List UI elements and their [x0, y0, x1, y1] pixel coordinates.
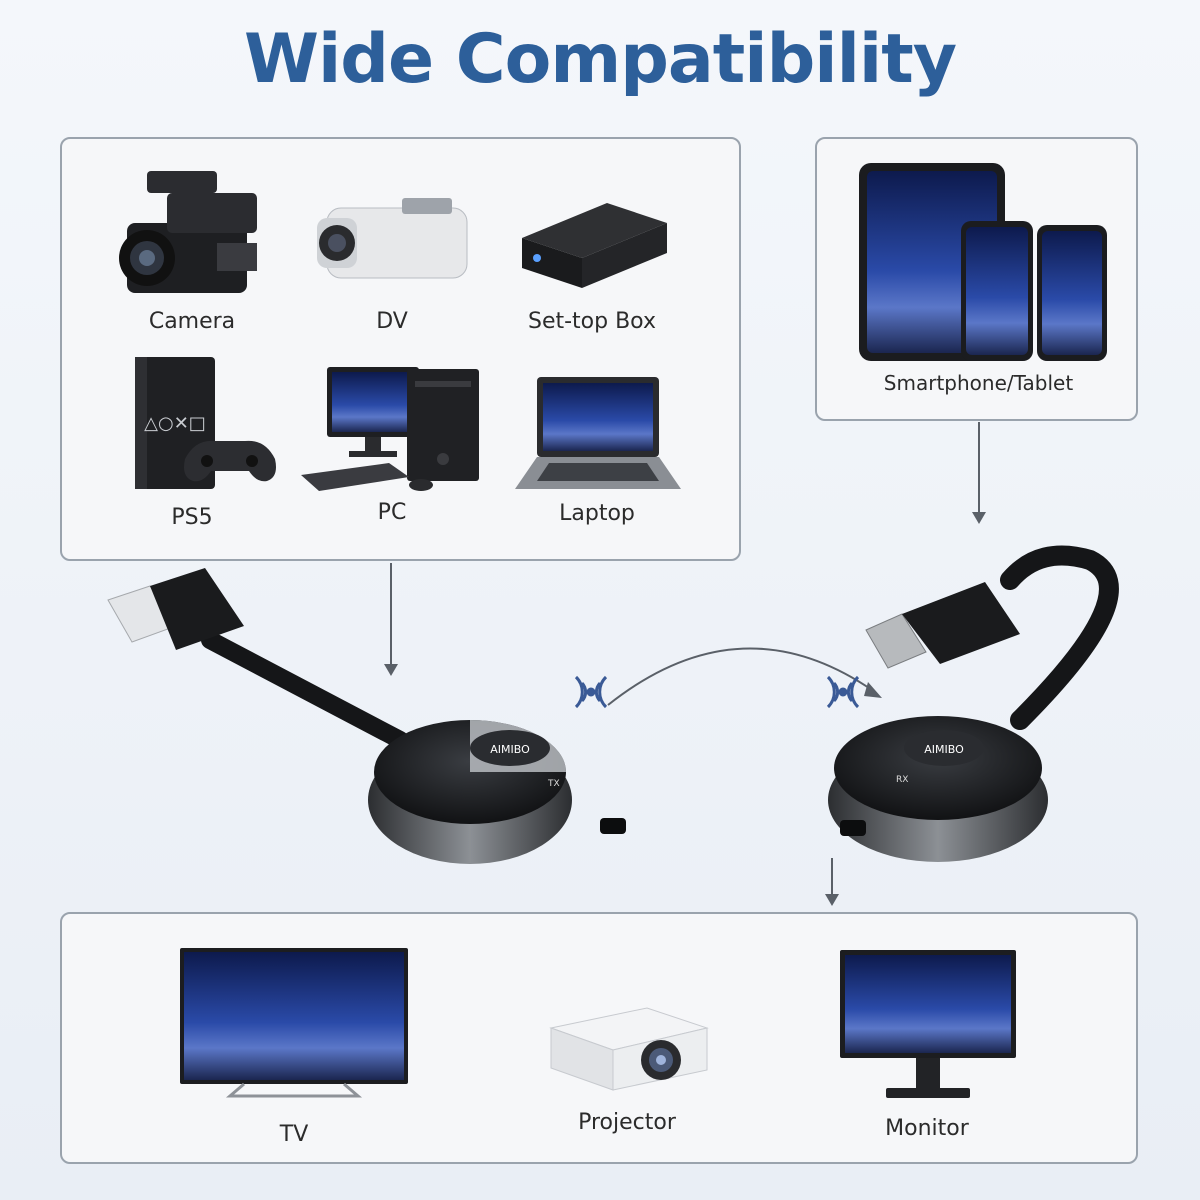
- arrow-head-down-left: [384, 664, 398, 676]
- page-title: Wide Compatibility: [243, 20, 957, 99]
- display-label-monitor: Monitor: [885, 1116, 969, 1141]
- wifi-signal-icon-tx: [574, 675, 608, 709]
- source-dv: DV: [302, 183, 482, 334]
- arrow-head-down-right: [972, 512, 986, 524]
- source-camera: Camera: [102, 153, 282, 334]
- svg-text:△○✕□: △○✕□: [144, 413, 206, 434]
- receiver-brand: AIMIBO: [924, 743, 964, 756]
- projector-icon: [549, 1007, 709, 1091]
- display-tv: TV: [174, 944, 414, 1147]
- display-label-projector: Projector: [578, 1110, 676, 1135]
- source-label-ps5: PS5: [171, 505, 213, 530]
- source-smartphone-tablet: Smartphone/Tablet: [817, 159, 1140, 395]
- source-laptop: Laptop: [502, 371, 692, 526]
- monitor-icon: [840, 950, 1016, 1098]
- tv-icon: [180, 948, 408, 1098]
- source-label-set-top-box: Set-top Box: [527, 309, 656, 334]
- phone-tablet-icon: [858, 163, 1107, 361]
- game-console-icon: △○✕□: [135, 357, 276, 489]
- receiver-mark: RX: [896, 775, 908, 785]
- source-set-top-box: Set-top Box: [502, 193, 682, 334]
- mobile-label: Smartphone/Tablet: [883, 371, 1074, 395]
- source-label-pc: PC: [377, 500, 407, 525]
- displays-panel: TV Projector Monitor: [60, 912, 1138, 1164]
- wireless-arc: [607, 647, 873, 706]
- camcorder-icon: [119, 171, 257, 293]
- arrow-head-down-bottom: [825, 894, 839, 906]
- transmitter-brand: AIMIBO: [490, 743, 530, 756]
- source-label-laptop: Laptop: [559, 501, 635, 526]
- display-monitor: Monitor: [822, 948, 1032, 1141]
- set-top-box-icon: [522, 203, 667, 288]
- mobile-panel: Smartphone/Tablet: [815, 137, 1138, 421]
- source-label-dv: DV: [376, 309, 408, 334]
- wireless-arc-head: [864, 682, 882, 698]
- display-projector: Projector: [522, 998, 732, 1135]
- hdmi-transmitter-icon: AIMIBO TX: [107, 568, 626, 864]
- handycam-icon: [317, 198, 468, 279]
- source-pc: PC: [292, 359, 492, 525]
- sources-panel: Camera DV Set-top Box △○✕□ PS5: [60, 137, 741, 561]
- wifi-signal-icon-rx: [826, 675, 860, 709]
- display-label-tv: TV: [279, 1122, 309, 1147]
- source-ps5: △○✕□ PS5: [102, 349, 282, 530]
- desktop-pc-icon: [301, 367, 479, 491]
- hdmi-receiver-icon: AIMIBO RX: [828, 545, 1119, 862]
- transmitter-mark: TX: [547, 779, 560, 789]
- source-label-camera: Camera: [148, 309, 236, 334]
- laptop-icon: [515, 377, 681, 489]
